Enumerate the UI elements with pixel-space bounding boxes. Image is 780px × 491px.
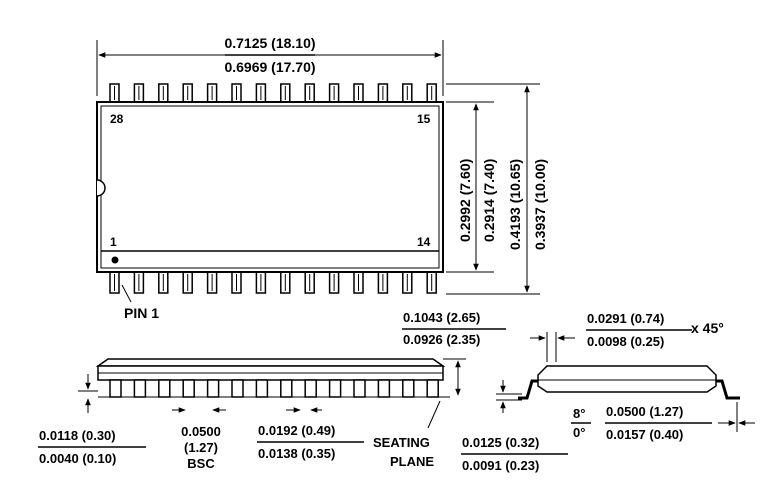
chamfer-min-label: 0.0098 (0.25)	[587, 334, 664, 349]
body-width-min-label: 0.2914 (7.40)	[481, 159, 497, 242]
pin-label-15: 15	[417, 112, 431, 126]
side-lead	[304, 379, 317, 398]
height-max-label: 0.1043 (2.65)	[403, 310, 480, 325]
side-lead	[402, 379, 415, 398]
thickness-min-label: 0.0091 (0.23)	[462, 458, 539, 473]
bottom-pin-row	[109, 271, 437, 294]
end-view: 0.0291 (0.74) 0.0098 (0.25) x 45° 0.0125…	[461, 311, 755, 473]
pitch-value-label: 0.0500	[181, 424, 221, 439]
end-lead-left	[518, 379, 538, 400]
side-lead-row	[109, 379, 439, 398]
side-lead	[182, 379, 195, 398]
pin-label-28: 28	[110, 112, 124, 126]
package-body	[96, 101, 444, 273]
side-lead	[426, 379, 439, 398]
foot-max-label: 0.0500 (1.27)	[606, 404, 683, 419]
seating-label-line2: PLANE	[390, 454, 434, 469]
chamfer-angle-label: x 45°	[691, 320, 724, 336]
pitch-mm-label: (1.27)	[184, 440, 218, 455]
side-lead	[158, 379, 171, 398]
seating-label-line1: SEATING	[373, 435, 430, 450]
pin1-callout: PIN 1	[124, 305, 159, 321]
top-pin-row	[109, 83, 437, 103]
side-body-top	[95, 358, 446, 367]
seating-plane-leader	[427, 400, 441, 429]
height-min-label: 0.0926 (2.35)	[403, 332, 480, 347]
thickness-max-label: 0.0125 (0.32)	[462, 435, 539, 450]
orientation-notch	[96, 179, 106, 197]
side-lead	[255, 379, 269, 398]
length-min-label: 0.6969 (17.70)	[224, 59, 315, 75]
pitch-bsc-label: BSC	[187, 456, 215, 471]
pin-label-14: 14	[417, 235, 431, 249]
side-lead	[377, 379, 391, 398]
overall-width-max-label: 0.4193 (10.65)	[507, 159, 523, 250]
pin1-dot	[111, 256, 119, 264]
overall-width-min-label: 0.3937 (10.00)	[532, 159, 548, 250]
pin1-leader	[121, 284, 132, 303]
side-lead	[109, 379, 122, 398]
side-lead	[231, 379, 244, 398]
chamfer-max-label: 0.0291 (0.74)	[587, 311, 664, 326]
standoff-min-label: 0.0040 (0.10)	[39, 451, 116, 466]
side-lead	[133, 379, 147, 398]
lead-width-min-label: 0.0138 (0.35)	[258, 446, 335, 461]
side-lead	[353, 379, 366, 398]
length-max-label: 0.7125 (18.10)	[224, 35, 315, 51]
end-body	[537, 365, 717, 393]
pin-label-1: 1	[110, 235, 117, 249]
angle-max-label: 8°	[573, 406, 585, 421]
lead-width-max-label: 0.0192 (0.49)	[258, 423, 335, 438]
standoff-max-label: 0.0118 (0.30)	[39, 428, 116, 443]
side-lead	[328, 379, 342, 398]
side-lead	[206, 379, 220, 398]
body-width-max-label: 0.2992 (7.60)	[457, 159, 473, 242]
end-lead-right	[716, 379, 740, 400]
side-lead	[280, 379, 293, 398]
foot-min-label: 0.0157 (0.40)	[606, 427, 683, 442]
top-view: 28 15 1 14 PIN 1 0.7125 (18.10) 0.6969 (…	[96, 35, 548, 321]
side-view: 0.1043 (2.65) 0.0926 (2.35) 0.0118 (0.30…	[38, 310, 506, 471]
angle-min-label: 0°	[573, 425, 585, 440]
